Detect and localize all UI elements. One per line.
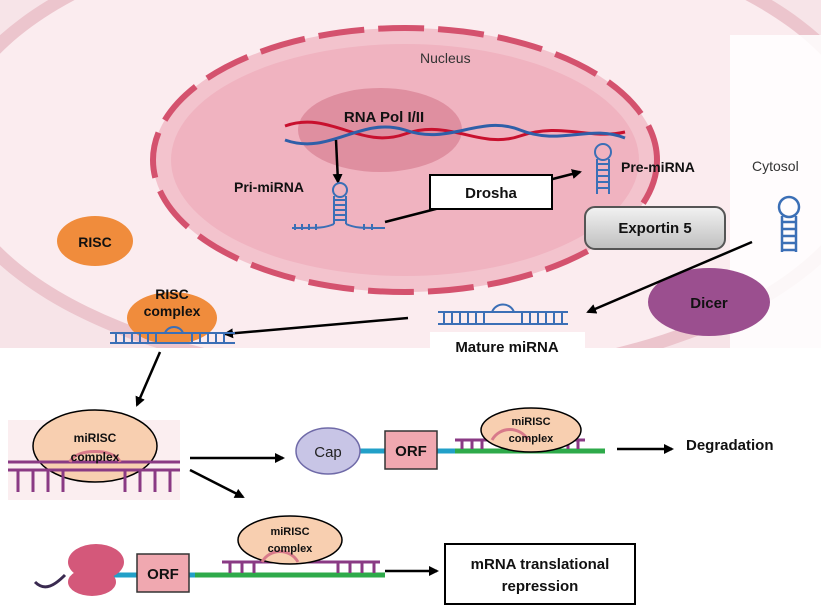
dicer-ellipse: [648, 268, 770, 336]
rna-pol-label: RNA Pol I/II: [344, 109, 424, 126]
degradation-label: Degradation: [686, 437, 774, 454]
orf-label-top: ORF: [395, 443, 427, 460]
mirisc-ellipse-top: [480, 407, 582, 453]
arrow-transcription: [332, 139, 343, 184]
cell: Nucleus RNA Pol I/II Pri-miRNA Drosha Pr…: [0, 0, 821, 348]
risc-complex-duplex: [110, 326, 235, 344]
pri-mirna-label: Pri-miRNA: [234, 179, 304, 195]
mature-mirna-label-bg: [430, 332, 585, 360]
risc-ellipse: [57, 216, 133, 266]
mirisc-top-label-2: complex: [509, 433, 555, 445]
cap-label: Cap: [314, 444, 342, 461]
arrow-target-binding: [135, 351, 162, 407]
mirisc-ellipse-bottom: [237, 515, 343, 565]
arrow-to-repression-path: [189, 468, 245, 499]
orf-label-bottom: ORF: [147, 566, 179, 583]
cytosol-label: Cytosol: [752, 158, 799, 174]
pre-mirna-hairpin: [594, 143, 612, 194]
drosha-box: [429, 174, 553, 210]
repression-label-2: repression: [502, 578, 579, 595]
exportin-label: Exportin 5: [618, 220, 691, 237]
cytosol-pre-mirna-hairpin: [777, 195, 801, 252]
repression-box: [444, 543, 636, 605]
mirisc-left-label-2: complex: [71, 450, 120, 464]
pri-mirna-hairpin: [291, 182, 386, 230]
mature-mirna-label: Mature miRNA: [455, 339, 559, 356]
mirisc-bottom-loop: [260, 550, 300, 563]
orf-box-bottom: [136, 553, 190, 593]
cap-ellipse: [295, 427, 361, 475]
dicer-label: Dicer: [690, 295, 728, 312]
rna-pol-complex: [298, 88, 462, 172]
mirisc-left-label-1: miRISC: [74, 431, 117, 445]
pre-mirna-label: Pre-miRNA: [621, 159, 695, 175]
repression-label-1: mRNA translational: [471, 556, 610, 573]
mirisc-bottom-label-2: complex: [268, 543, 314, 555]
risc-complex-label-2: complex: [144, 303, 201, 319]
mirisc-top-loop: [490, 428, 530, 441]
arrow-risc-loading: [223, 316, 409, 339]
mature-mirna-duplex: [438, 303, 568, 325]
mirisc-ellipse-left: [32, 409, 158, 483]
drosha-label: Drosha: [465, 185, 517, 202]
risc-label: RISC: [78, 234, 111, 250]
ribosome: [68, 544, 124, 596]
orf-box-top: [384, 430, 438, 470]
nascent-peptide: [33, 573, 67, 589]
mirisc-bottom-label-1: miRISC: [270, 526, 309, 538]
exportin-5-box: [584, 206, 726, 250]
arrow-dicer-processing: [586, 240, 753, 314]
risc-complex-label-1: RISC: [155, 286, 188, 302]
dna-strand-blue: [284, 124, 626, 146]
risc-complex-ellipse: [127, 292, 217, 344]
mirisc-left-target: [8, 450, 180, 492]
nucleus-label: Nucleus: [420, 50, 471, 66]
mirisc-top-label-1: miRISC: [511, 416, 550, 428]
